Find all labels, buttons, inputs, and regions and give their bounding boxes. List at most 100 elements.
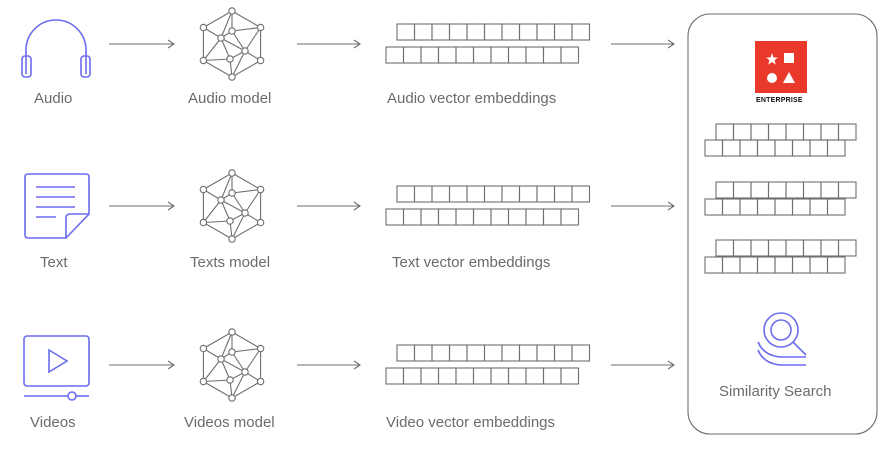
vector-cell <box>750 181 770 199</box>
vector-cell <box>385 367 405 385</box>
vector-cell <box>490 208 510 226</box>
vector-cell <box>767 123 787 141</box>
vector-cell <box>774 139 794 157</box>
neural-network-icon <box>199 328 265 402</box>
vector-cell <box>483 344 503 362</box>
vector-cell <box>542 367 562 385</box>
model-label-audio: Audio model <box>188 90 272 107</box>
vector-cell <box>571 23 591 41</box>
vector-cell <box>472 367 492 385</box>
vector-cell <box>774 256 794 274</box>
vector-strip <box>385 46 580 64</box>
vector-cell <box>721 256 741 274</box>
vector-strip <box>396 23 591 41</box>
vector-cell <box>437 46 457 64</box>
vector-cell <box>542 208 562 226</box>
arrow <box>297 201 361 211</box>
vector-cell <box>774 198 794 216</box>
vector-cell <box>525 367 545 385</box>
enterprise-label: ENTERPRISE <box>756 97 803 104</box>
similarity-search-label: Similarity Search <box>719 383 832 400</box>
vector-cell <box>518 185 538 203</box>
vector-cell <box>385 208 405 226</box>
vector-cell <box>455 46 475 64</box>
vector-cell <box>542 46 562 64</box>
embedding-label-text: Text vector embeddings <box>392 254 551 271</box>
flow-arrows <box>109 39 675 370</box>
vector-cell <box>837 181 857 199</box>
vector-cell <box>837 123 857 141</box>
embedding-label-videos: Video vector embeddings <box>386 414 555 431</box>
arrow <box>109 201 175 211</box>
neural-network-icon <box>199 169 265 243</box>
arrow <box>611 360 675 370</box>
vector-cell <box>756 198 776 216</box>
vector-cell <box>820 239 840 257</box>
vector-cell <box>560 46 580 64</box>
vector-cell <box>431 185 451 203</box>
model-networks <box>199 7 265 402</box>
vector-cell <box>715 239 735 257</box>
vector-strip <box>704 139 846 157</box>
vector-cell <box>739 139 759 157</box>
vector-cell <box>413 23 433 41</box>
vector-cell <box>420 208 440 226</box>
vector-cell <box>518 344 538 362</box>
vector-cell <box>396 344 416 362</box>
vector-cell <box>420 367 440 385</box>
vector-cell <box>809 139 829 157</box>
embedding-vectors <box>385 23 857 385</box>
arrow <box>297 360 361 370</box>
vector-strip <box>385 367 580 385</box>
vector-cell <box>490 46 510 64</box>
arrow <box>109 360 175 370</box>
vector-cell <box>750 123 770 141</box>
vector-cell <box>826 198 846 216</box>
vector-strip <box>396 344 591 362</box>
vector-cell <box>820 181 840 199</box>
vector-strip <box>704 198 846 216</box>
vector-cell <box>448 344 468 362</box>
vector-cell <box>739 256 759 274</box>
vector-strip <box>715 239 857 257</box>
vector-strip <box>704 256 846 274</box>
vector-cell <box>483 185 503 203</box>
vector-cell <box>466 344 486 362</box>
vector-cell <box>472 46 492 64</box>
vector-cell <box>466 185 486 203</box>
input-label-audio: Audio <box>34 90 73 107</box>
model-label-text: Texts model <box>190 254 271 271</box>
vector-cell <box>721 198 741 216</box>
vector-cell <box>472 208 492 226</box>
vector-cell <box>437 367 457 385</box>
vector-cell <box>402 367 422 385</box>
vector-cell <box>715 181 735 199</box>
vector-cell <box>455 208 475 226</box>
vector-cell <box>553 185 573 203</box>
vector-cell <box>448 23 468 41</box>
vector-cell <box>466 23 486 41</box>
vector-cell <box>802 123 822 141</box>
vector-cell <box>560 367 580 385</box>
vector-cell <box>385 46 405 64</box>
vector-database-panel <box>687 13 878 435</box>
video-player-icon <box>23 335 90 401</box>
vector-cell <box>536 23 556 41</box>
vector-cell <box>525 46 545 64</box>
vector-cell <box>483 23 503 41</box>
vector-cell <box>756 256 776 274</box>
vector-cell <box>767 181 787 199</box>
vector-cell <box>560 208 580 226</box>
embedding-label-audio: Audio vector embeddings <box>387 90 557 107</box>
vector-cell <box>536 344 556 362</box>
vector-cell <box>501 23 521 41</box>
vector-cell <box>715 123 735 141</box>
vector-cell <box>756 139 776 157</box>
vector-cell <box>721 139 741 157</box>
vector-cell <box>396 185 416 203</box>
arrow <box>611 201 675 211</box>
vector-cell <box>507 208 527 226</box>
vector-cell <box>791 256 811 274</box>
vector-cell <box>553 344 573 362</box>
